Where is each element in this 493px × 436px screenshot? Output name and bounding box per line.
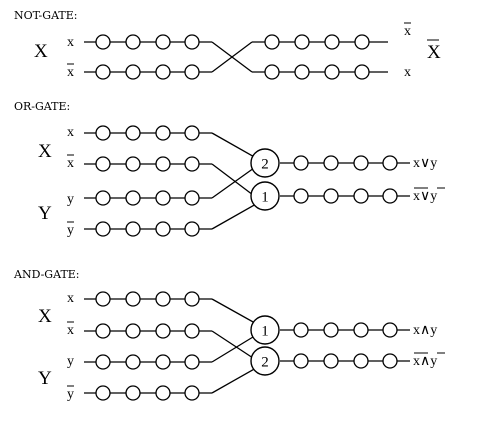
and-in-label-3: y (67, 387, 74, 402)
not-nodes (95, 34, 370, 80)
or-wires (84, 132, 410, 230)
and-in-label-1: x (67, 323, 74, 338)
or-gate-node-top (250, 148, 280, 178)
and-gate-title: AND-GATE: (13, 268, 80, 281)
and-out-bottom-label: x∧y (413, 354, 437, 369)
or-gate-bottom-number: 1 (261, 190, 269, 206)
and-gate-top-number: 1 (261, 324, 269, 340)
or-in-label-1: x (67, 156, 74, 171)
and-gate-var-x: X (38, 306, 52, 327)
not-in-top-label: x (67, 35, 74, 50)
not-gate-title: NOT-GATE: (14, 9, 77, 22)
or-in-label-0: x (67, 125, 74, 140)
not-gate-output-var: X (427, 42, 441, 63)
or-out-top-label: x∨y (413, 156, 437, 171)
or-gate-var-y: Y (38, 203, 52, 224)
and-gate-var-y: Y (38, 368, 52, 389)
or-gate-node-bottom (250, 181, 280, 211)
and-wires (84, 298, 410, 394)
or-in-label-3: y (67, 223, 74, 238)
and-out-top-label: x∧y (413, 323, 437, 338)
and-gate-bottom-number: 2 (261, 355, 269, 371)
or-gate-title: OR-GATE: (14, 100, 70, 113)
or-gate-var-x: X (38, 141, 52, 162)
or-in-label-2: y (67, 192, 74, 207)
and-in-label-0: x (67, 291, 74, 306)
or-out-bottom-label: x∨y (413, 189, 437, 204)
not-out-bottom-label: x (404, 65, 411, 80)
not-out-top-label: x (404, 24, 411, 39)
and-gate-node-top (250, 315, 280, 345)
or-nodes (95, 125, 398, 237)
and-in-label-2: y (67, 354, 74, 369)
and-gate-node-bottom (250, 346, 280, 376)
and-nodes (95, 291, 398, 401)
or-gate-top-number: 2 (261, 157, 269, 173)
not-gate-input-var: X (34, 41, 48, 62)
not-in-bottom-label: x (67, 65, 74, 80)
